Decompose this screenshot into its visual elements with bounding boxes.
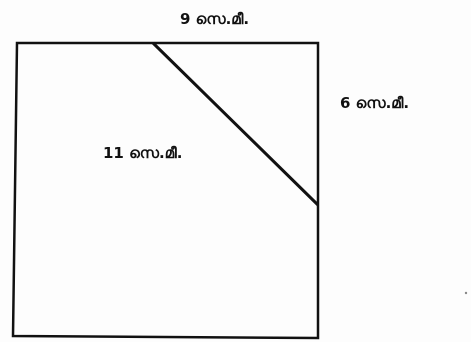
diagonal-cut-line bbox=[151, 41, 320, 207]
square-outline bbox=[153, 41, 320, 205]
diagonal-cut-label: 11 സെ.മീ. bbox=[103, 144, 183, 162]
scan-speck bbox=[464, 291, 468, 295]
square-outline-remaining bbox=[11, 41, 320, 340]
top-segment-label: 9 സെ.മീ. bbox=[180, 10, 250, 28]
right-segment-label: 6 സെ.മീ. bbox=[340, 94, 410, 112]
